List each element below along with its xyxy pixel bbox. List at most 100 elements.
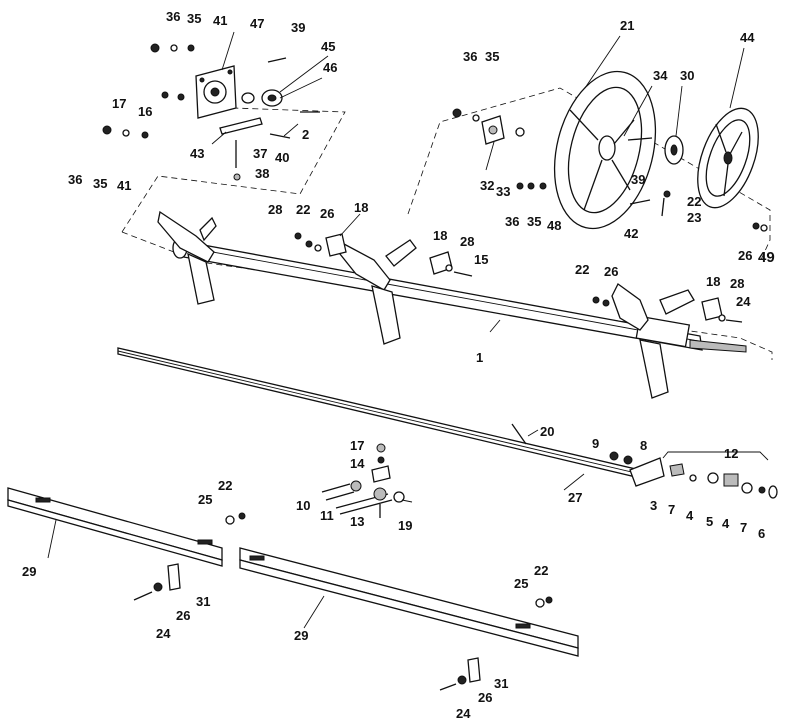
callout-1: 1 [476,350,483,365]
callout-15: 15 [474,252,488,267]
bearing-plate-32 [481,115,505,145]
callout-12: 12 [724,446,738,461]
callout-21: 21 [620,18,634,33]
callout-14: 14 [350,456,365,471]
callout-28: 28 [730,276,744,291]
callout-30: 30 [680,68,694,83]
callout-13: 13 [350,514,364,529]
clamp-fasteners-left [294,232,473,277]
callout-9: 9 [592,436,599,451]
callout-49: 49 [758,249,775,266]
callout-17: 17 [350,438,364,453]
pin-20 [511,423,527,445]
callout-32: 32 [480,178,494,193]
main-frame-tube [172,237,747,353]
callout-45: 45 [321,39,335,54]
callout-35: 35 [527,214,541,229]
callout-37: 37 [253,146,267,161]
callout-40: 40 [275,150,289,165]
tine-bracket-1 [157,210,217,305]
callout-19: 19 [398,518,412,533]
callout-11: 11 [320,508,334,523]
callout-42: 42 [624,226,638,241]
channel-bar-right [239,547,579,657]
callout-35: 35 [485,49,499,64]
callout-36: 36 [505,214,519,229]
callout-29: 29 [294,628,308,643]
callout-22: 22 [218,478,232,493]
hub-flange-30 [664,135,684,165]
callout-25: 25 [514,576,528,591]
callout-8: 8 [640,438,647,453]
callout-23: 23 [687,210,701,225]
callout-43: 43 [190,146,204,161]
callout-44: 44 [740,30,755,45]
bracket-strip [219,117,263,135]
channel-bar-left [7,487,223,567]
lower-fasteners-left [133,512,246,601]
callout-36: 36 [166,9,180,24]
callout-28: 28 [268,202,282,217]
callout-48: 48 [547,218,561,233]
callout-26: 26 [478,690,492,705]
callout-26: 26 [320,206,334,221]
callout-2: 2 [302,127,309,142]
callout-47: 47 [250,16,264,31]
callout-31: 31 [196,594,210,609]
callout-24: 24 [156,626,171,641]
callout-39: 39 [631,172,645,187]
callout-27: 27 [568,490,582,505]
callout-41: 41 [117,178,131,193]
callout-3: 3 [650,498,657,513]
callout-18: 18 [706,274,720,289]
callout-7: 7 [668,502,675,517]
callout-5: 5 [706,514,713,529]
tine-bracket-3 [611,283,695,399]
callout-26: 26 [604,264,618,279]
callout-26: 26 [738,248,752,263]
large-pulley-21 [553,70,657,230]
long-bar [117,347,665,487]
bearing-set-12 [662,451,778,499]
callout-7: 7 [740,520,747,535]
callout-41: 41 [213,13,227,28]
callout-29: 29 [22,564,36,579]
callout-22: 22 [687,194,701,209]
callout-18: 18 [354,200,368,215]
small-fasteners-gearbox [102,43,320,181]
callout-39: 39 [291,20,305,35]
bar-nuts [609,451,633,465]
callout-24: 24 [736,294,751,309]
callout-34: 34 [653,68,668,83]
small-pulley-44 [697,107,759,209]
gearbox-housing [195,65,237,119]
callout-22: 22 [534,563,548,578]
callout-33: 33 [496,184,510,199]
callout-46: 46 [323,60,337,75]
callout-10: 10 [296,498,310,513]
callout-6: 6 [758,526,765,541]
callout-31: 31 [494,676,508,691]
bearing-flange [241,89,283,107]
callout-36: 36 [68,172,82,187]
callout-25: 25 [198,492,212,507]
small-fasteners-pulley [452,108,768,232]
callout-17: 17 [112,96,126,111]
callout-24: 24 [456,706,471,721]
callout-18: 18 [433,228,447,243]
callout-4: 4 [686,508,694,523]
callout-26: 26 [176,608,190,623]
callout-20: 20 [540,424,554,439]
callout-36: 36 [463,49,477,64]
spring-tine-assembly [321,443,405,518]
leader-lines [47,31,745,629]
callout-35: 35 [93,176,107,191]
callout-16: 16 [138,104,152,119]
gearbox-group-outline [121,106,346,233]
callout-22: 22 [296,202,310,217]
callout-35: 35 [187,11,201,26]
callout-38: 38 [255,166,269,181]
callout-labels: 36 35 41 47 39 45 46 17 16 2 36 35 41 43… [22,9,775,721]
